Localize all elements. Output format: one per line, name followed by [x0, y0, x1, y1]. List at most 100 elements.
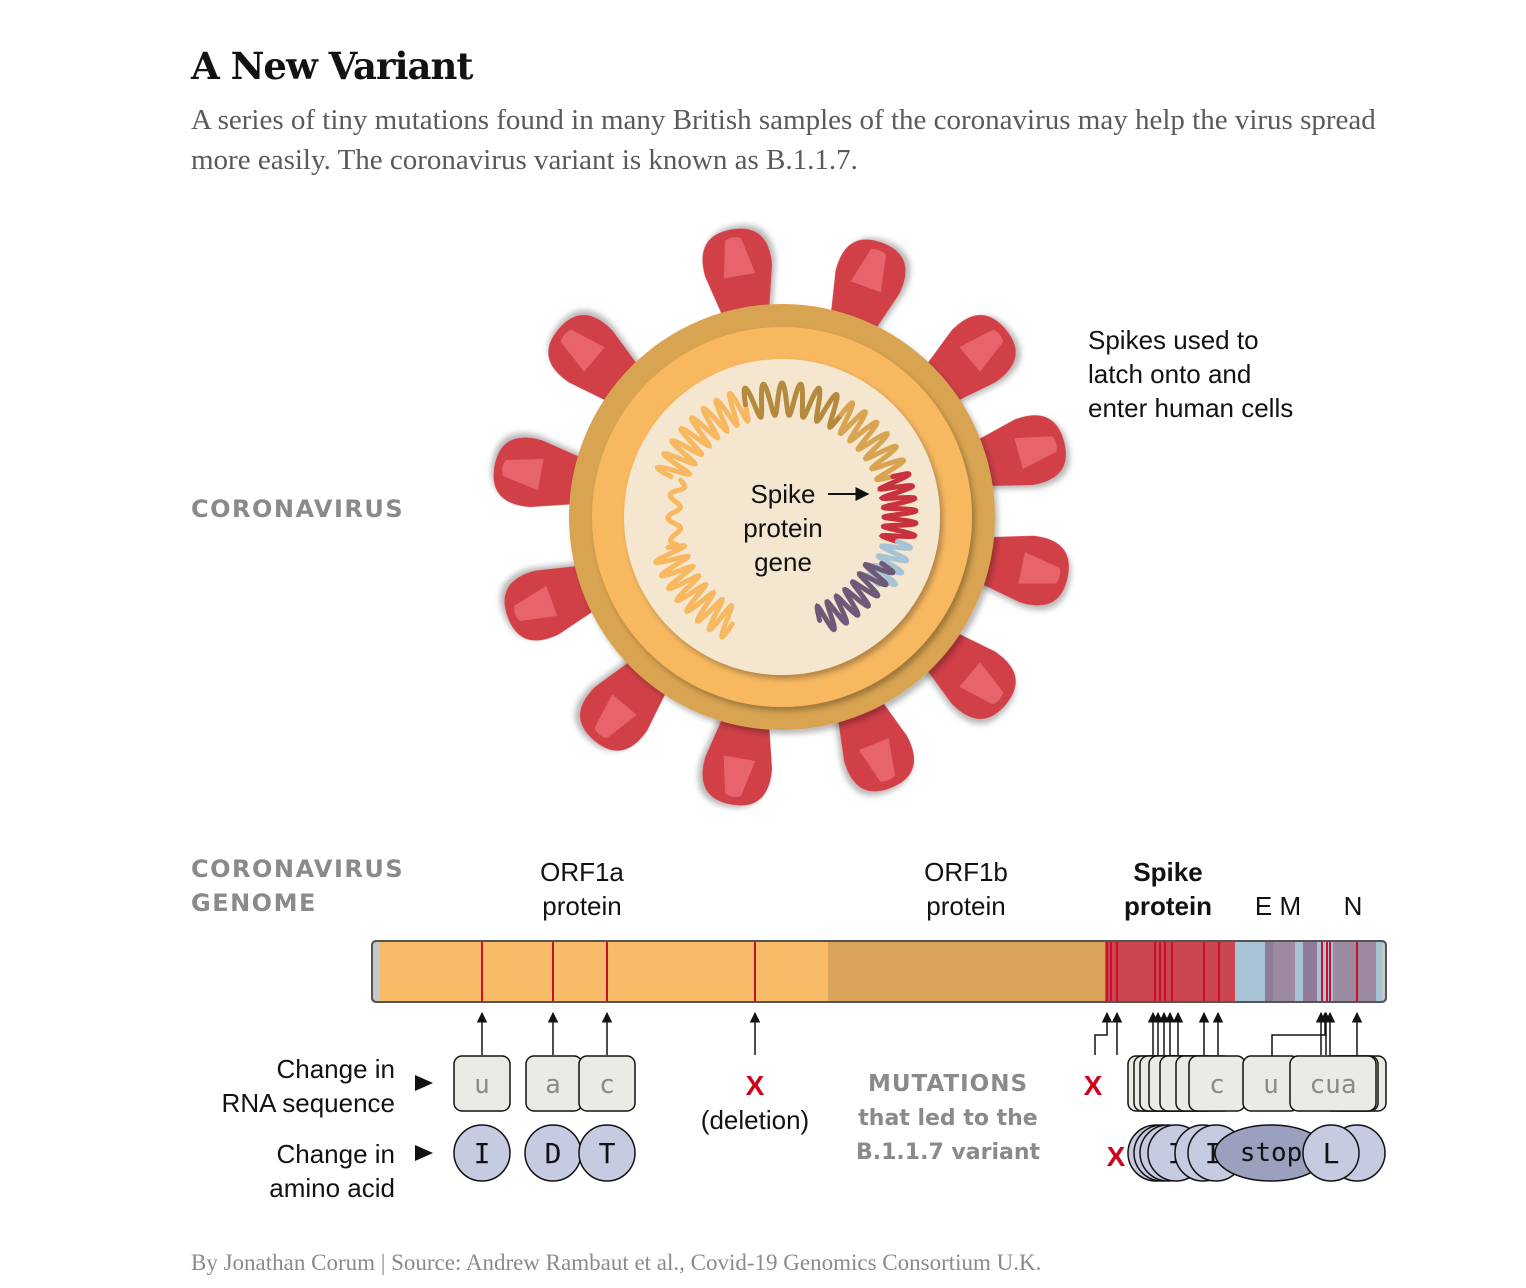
rna-segment — [877, 471, 919, 544]
cluster-arrows — [1111, 1011, 1363, 1055]
rna-segment — [665, 477, 688, 548]
spike-note: Spikes used to latch onto and enter huma… — [1088, 325, 1293, 423]
legend-rna-pointer-icon — [415, 1075, 433, 1091]
legend-amino-line-1: Change in — [276, 1139, 395, 1169]
gene-label-line-3: gene — [754, 547, 812, 577]
genome-bar — [371, 940, 1387, 1003]
spike-note-line-1: Spikes used to — [1088, 325, 1259, 355]
cluster-rna-base-3: u — [1263, 1070, 1279, 1100]
orf1b-label-line-2: protein — [926, 891, 1006, 921]
cluster-rna-box-wide — [1289, 1055, 1377, 1112]
mutations-note-line-1: MUTATIONS — [868, 1071, 1028, 1097]
spike-gene-label: Spike protein gene — [743, 479, 870, 577]
cluster-x-mark-2: X — [1107, 1141, 1126, 1172]
cluster-x-mark-1: X — [1084, 1070, 1103, 1101]
spike-highlight — [723, 237, 756, 279]
spike-highlight — [959, 662, 1004, 705]
legend-amino-line-2: amino acid — [269, 1173, 395, 1203]
spike-region-label-line-1: Spike — [1133, 857, 1202, 887]
mutation-lines — [481, 942, 1358, 1001]
spike-note-line-2: latch onto and — [1088, 359, 1251, 389]
mutation-arrows-left — [476, 1011, 761, 1055]
page-title: A New Variant — [191, 44, 473, 88]
spike-segment — [1105, 942, 1235, 1001]
amino-circle-3 — [578, 1124, 636, 1182]
rna-segment — [814, 561, 896, 633]
orf1a-segment — [380, 942, 828, 1001]
spike-highlight — [560, 329, 605, 372]
cluster-rna-base-4: cua — [1310, 1070, 1357, 1100]
rna-base-3: c — [599, 1070, 615, 1100]
m-segment — [1273, 942, 1295, 1001]
coronavirus-section-label: CORONAVIRUS — [191, 495, 405, 523]
rna-segment — [837, 400, 907, 483]
rna-box-1 — [453, 1055, 511, 1112]
orf6-segment — [1295, 942, 1303, 1001]
orf7-segment — [1303, 942, 1317, 1001]
orf1a-label-line-2: protein — [542, 891, 622, 921]
mutation-3: c T — [578, 1055, 636, 1182]
coronavirus-illustration: Spike protein gene — [493, 228, 1069, 806]
deletion-x-mark: X — [746, 1070, 765, 1101]
mutations-note: MUTATIONS that led to the B.1.1.7 varian… — [856, 1071, 1041, 1165]
spike-note-line-3: enter human cells — [1088, 393, 1293, 423]
legend-rna-line-2: RNA sequence — [222, 1088, 395, 1118]
rna-base-2: a — [545, 1070, 561, 1100]
gene-label-line-1: Spike — [750, 479, 815, 509]
orf10-segment — [1376, 942, 1382, 1001]
genome-bar-outline — [371, 940, 1387, 1003]
cluster-deletion-arrow — [1094, 1011, 1113, 1055]
spike-highlight — [594, 694, 637, 739]
spike-highlight — [858, 738, 896, 782]
mutation-2 — [524, 1055, 583, 1182]
cluster-amino-4: L — [1323, 1137, 1340, 1170]
genome-region-labels: ORF1a protein ORF1b protein Spike protei… — [540, 857, 1362, 921]
cluster-amino-circle — [1302, 1124, 1360, 1182]
rna-box-3 — [578, 1055, 636, 1112]
amino-acid-3: T — [599, 1137, 616, 1170]
cluster-stop-arrow — [1271, 1011, 1331, 1056]
credit-line: By Jonathan Corum | Source: Andrew Ramba… — [191, 1250, 1042, 1275]
genome-section-label: CORONAVIRUS GENOME — [191, 852, 404, 920]
gene-label-line-2: protein — [743, 513, 823, 543]
mutation-2-labels: a D — [545, 1070, 562, 1170]
legend-amino-pointer-icon — [415, 1145, 433, 1161]
legend-rna-line-1: Change in — [276, 1054, 395, 1084]
orf1b-segment — [828, 942, 1105, 1001]
legend: Change in RNA sequence Change in amino a… — [222, 1054, 433, 1203]
orf1a-label-line-1: ORF1a — [540, 857, 624, 887]
rna-segment — [741, 380, 844, 430]
orf3-segment — [1235, 942, 1265, 1001]
spike-mutation-cluster: X X u c u cua I I stop L — [1084, 1011, 1387, 1182]
orf1b-label-line-1: ORF1b — [924, 857, 1008, 887]
deletion-label: (deletion) — [701, 1105, 809, 1135]
mutation-1: u I — [453, 1055, 511, 1182]
mutations-note-line-3: B.1.1.7 variant — [856, 1140, 1041, 1165]
rna-segment — [654, 390, 751, 480]
cluster-rna-base-2: c — [1209, 1070, 1225, 1100]
spike-highlight — [959, 329, 1004, 372]
em-region-label: E M — [1255, 891, 1301, 921]
mutations-note-line-2: that led to the — [858, 1106, 1037, 1131]
amino-acid-2: D — [545, 1137, 562, 1170]
spike-region-label-line-2: protein — [1124, 891, 1212, 921]
amino-circle-1 — [453, 1124, 511, 1182]
page-subtitle: A series of tiny mutations found in many… — [191, 104, 1376, 176]
deletion-marker: X (deletion) — [701, 1070, 809, 1135]
genome-label-line-2: GENOME — [191, 889, 317, 917]
n-segment — [1333, 942, 1376, 1001]
spike-highlight — [502, 458, 544, 491]
amino-acid-1: I — [474, 1137, 491, 1170]
spike-highlight — [1018, 552, 1061, 584]
rna-base-1: u — [474, 1070, 490, 1100]
rna-strand — [653, 380, 919, 640]
spike-highlight — [1014, 436, 1057, 470]
spike-highlight — [723, 755, 756, 797]
rna-segment — [653, 543, 735, 640]
genome-label-line-1: CORONAVIRUS — [191, 855, 405, 883]
n-region-label: N — [1344, 891, 1363, 921]
rna-segment — [865, 539, 913, 588]
spike-highlight — [850, 249, 886, 293]
cluster-amino-stop: stop — [1240, 1138, 1303, 1168]
